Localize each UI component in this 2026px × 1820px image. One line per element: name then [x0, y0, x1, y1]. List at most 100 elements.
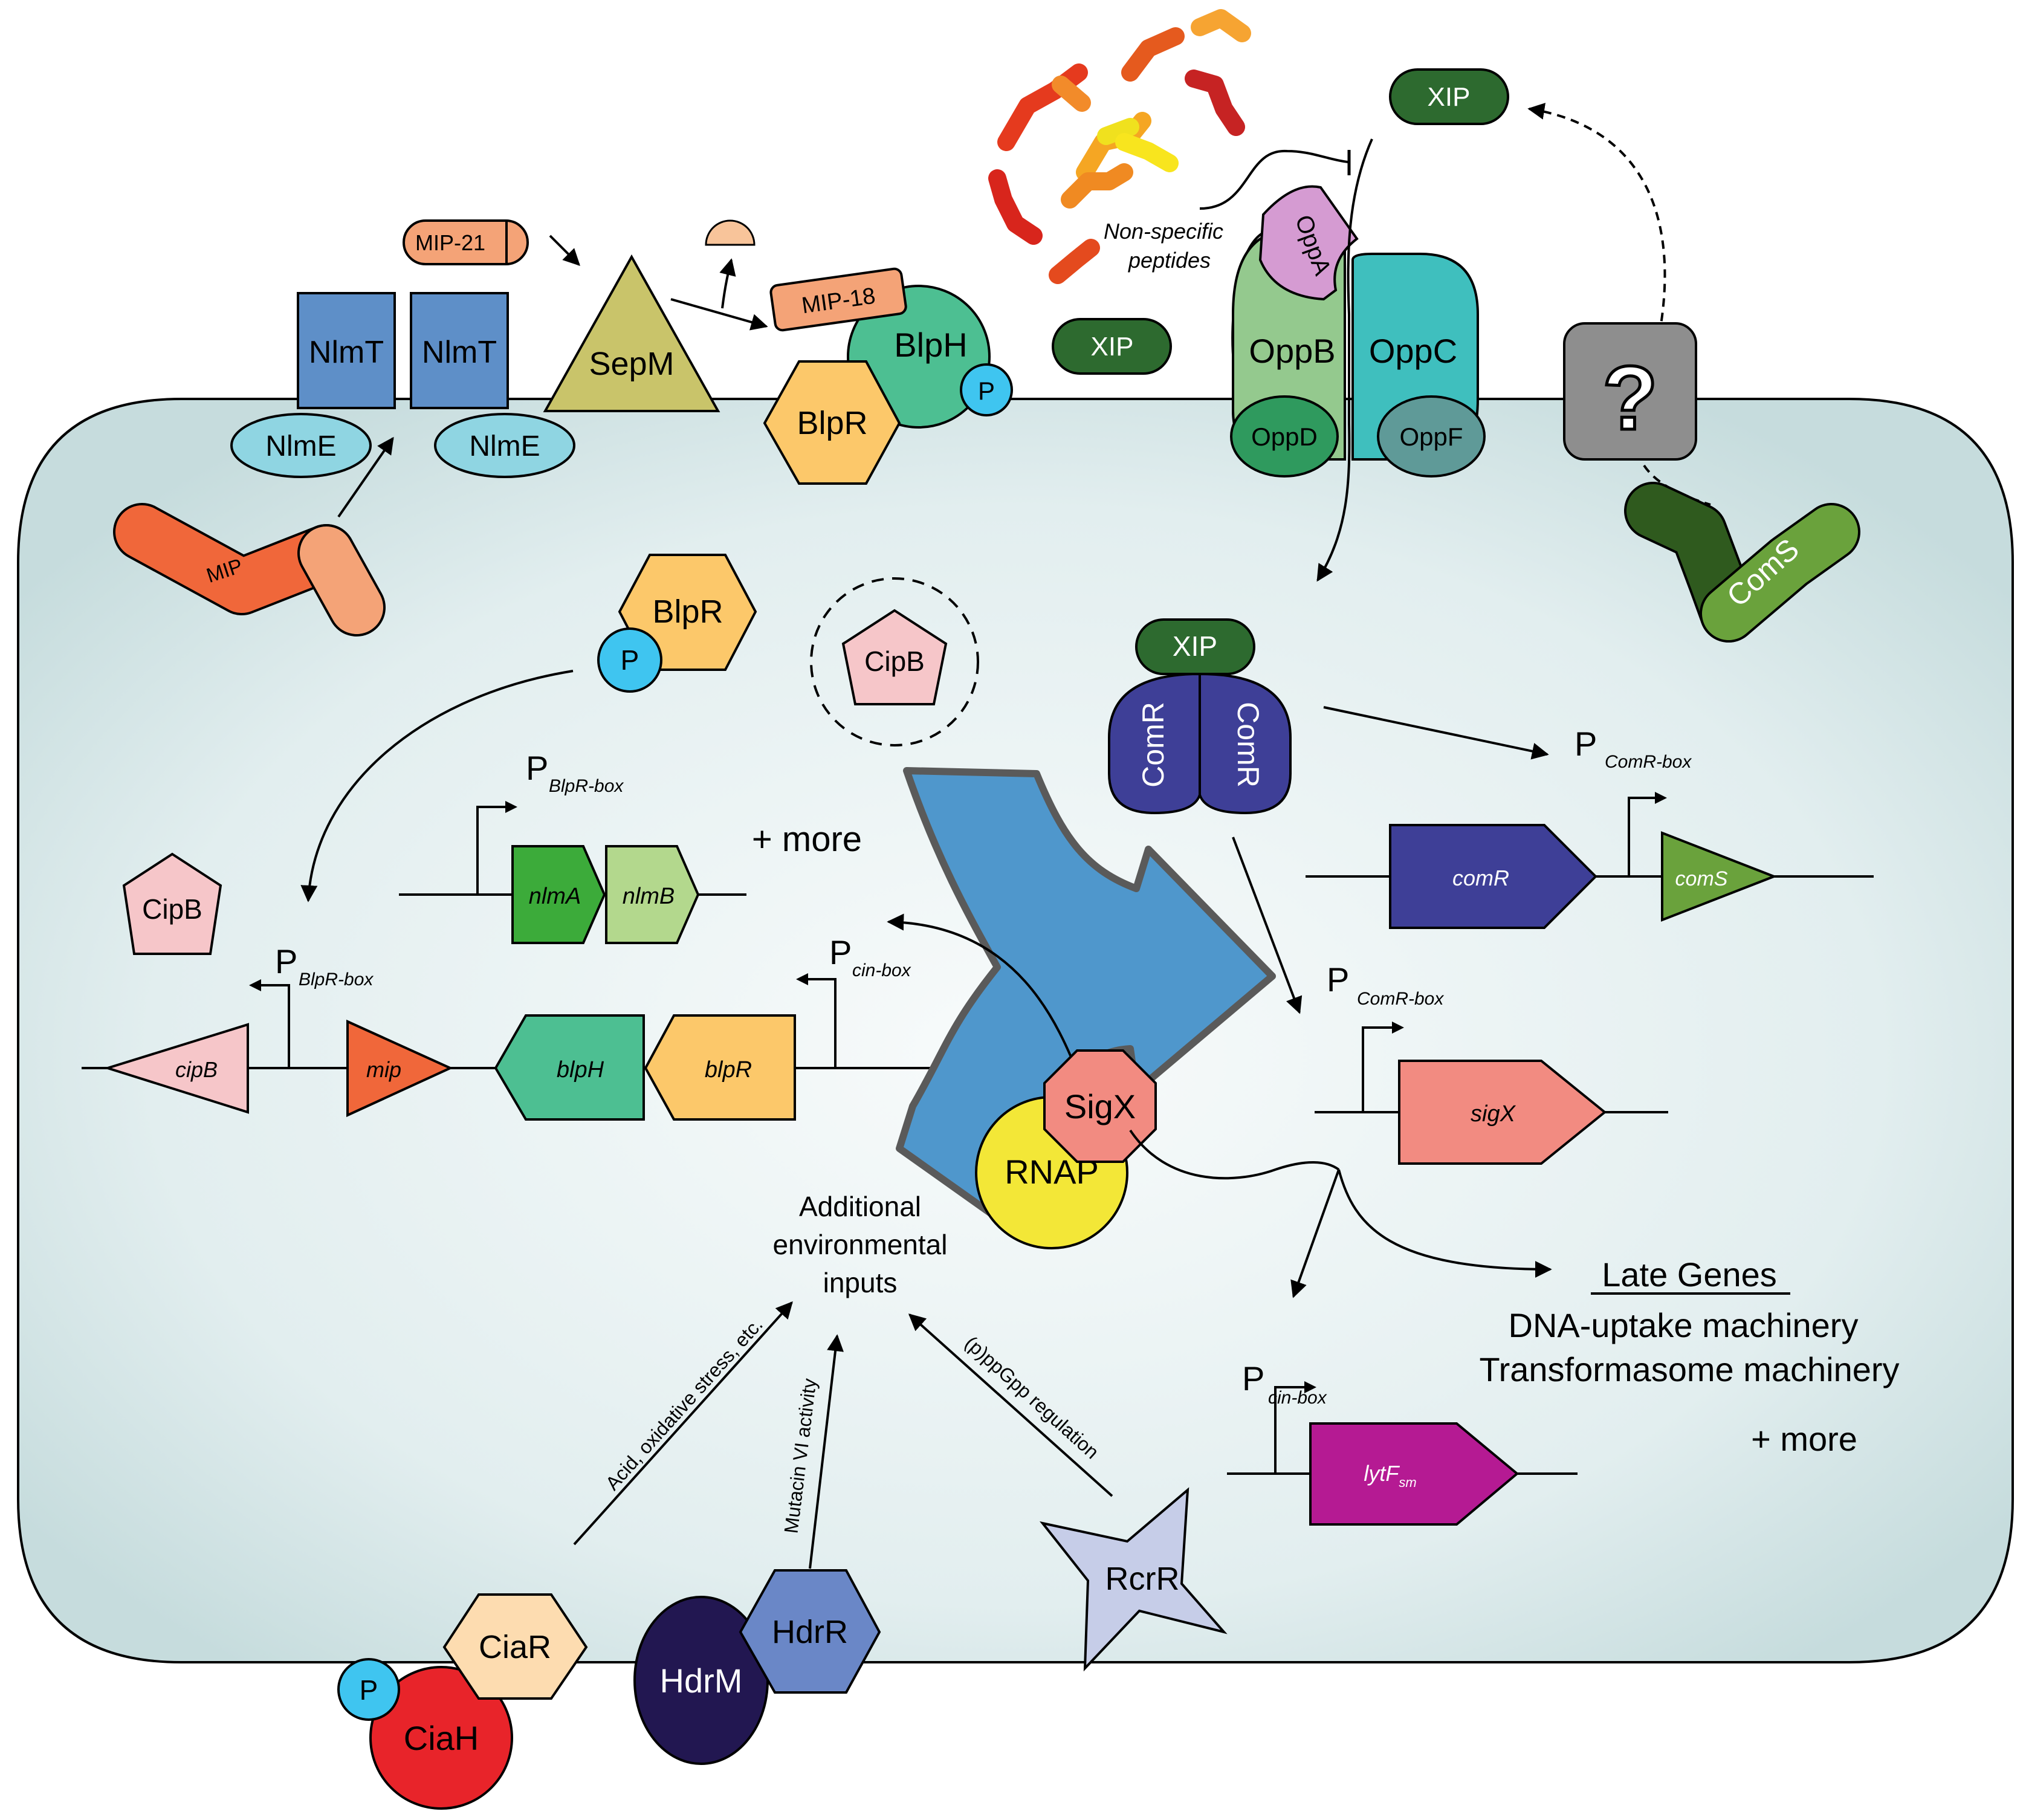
- promoter-label-sigx: P: [1327, 960, 1349, 999]
- peptide: [1097, 118, 1139, 145]
- promoter-cipb: [249, 979, 290, 1068]
- promoter-sub-cin-left: cin-box: [852, 960, 911, 980]
- promoter-sub-cipb: BlpR-box: [299, 970, 374, 989]
- svg-text:HdrM: HdrM: [660, 1662, 743, 1700]
- svg-text:XIP: XIP: [1173, 630, 1217, 662]
- cleavage-release-arrow: [719, 258, 736, 309]
- promoter-lytf: [1274, 1381, 1316, 1474]
- cipb-dashed-circle: [810, 577, 979, 746]
- nonspecific-label: Non-specific: [1104, 219, 1223, 244]
- env-inputs-line2: environmental: [773, 1229, 948, 1260]
- mip-18-peptide: MIP-18: [769, 267, 907, 332]
- promoter-sub-sigx: ComR-box: [1357, 989, 1444, 1009]
- question-mark-icon: ?: [1602, 347, 1658, 449]
- peptide-inhibition-line: [1199, 149, 1348, 210]
- to-lytf-arrow: [1290, 1169, 1340, 1298]
- env-inputs-line1: Additional: [799, 1191, 921, 1222]
- ciah-phospho: P: [337, 1658, 400, 1721]
- svg-text:P: P: [621, 644, 639, 676]
- peptide: [1049, 239, 1100, 284]
- svg-text:CipB: CipB: [864, 646, 925, 677]
- peptide: [1121, 27, 1185, 82]
- gene-coms: comS: [1661, 831, 1778, 922]
- rcrr-input-arrow: [908, 1313, 1113, 1497]
- svg-text:NlmE: NlmE: [469, 430, 540, 462]
- blph-phospho: P: [960, 363, 1013, 416]
- mip-peptide: MIP: [113, 503, 386, 636]
- svg-text:CiaH: CiaH: [404, 1719, 479, 1757]
- comr-to-sigx-arrow: [1232, 837, 1303, 1014]
- svg-text:comR: comR: [1452, 866, 1509, 890]
- gene-nlma: nlmA: [511, 845, 606, 944]
- peptide: [1115, 133, 1179, 172]
- svg-text:sigX: sigX: [1471, 1101, 1516, 1127]
- peptides-label: peptides: [1128, 248, 1211, 273]
- nlmt-transporter-1: NlmT: [297, 292, 396, 409]
- gene-sigx: sigX: [1398, 1060, 1607, 1165]
- peptide: [988, 169, 1043, 245]
- xip-near-membrane: XIP: [1052, 318, 1172, 375]
- svg-text:nlmB: nlmB: [623, 884, 675, 909]
- svg-text:SepM: SepM: [589, 346, 674, 382]
- peptide: [1052, 76, 1091, 112]
- svg-text:NlmT: NlmT: [309, 335, 384, 370]
- gene-comr: comR: [1389, 824, 1597, 929]
- promoter-sigx: [1362, 1022, 1404, 1112]
- svg-text:P: P: [360, 1674, 378, 1706]
- nlme-2: NlmE: [434, 413, 575, 478]
- ciar-regulator: CiaR: [442, 1593, 588, 1700]
- svg-text:HdrR: HdrR: [772, 1614, 848, 1650]
- svg-text:mip: mip: [366, 1057, 401, 1082]
- nlmt-transporter-2: NlmT: [410, 292, 509, 409]
- promoter-sub-comr: ComR-box: [1605, 752, 1692, 772]
- promoter-label-lytf: P: [1242, 1359, 1264, 1397]
- svg-text:lytFsm: lytFsm: [1364, 1461, 1416, 1490]
- svg-text:blpH: blpH: [557, 1057, 604, 1083]
- svg-text:CiaR: CiaR: [479, 1629, 551, 1665]
- svg-text:nlmA: nlmA: [529, 884, 581, 909]
- sepm-to-blph-arrow: [670, 298, 768, 331]
- svg-text:MIP-21: MIP-21: [415, 230, 485, 255]
- svg-text:BlpH: BlpH: [894, 326, 967, 364]
- oppd-atpase: OppD: [1230, 395, 1339, 478]
- promoter-label-cin-left: P: [829, 933, 852, 971]
- promoter-nlm: [476, 801, 517, 895]
- svg-text:OppC: OppC: [1369, 332, 1457, 370]
- sepm-protease: SepM: [543, 254, 720, 412]
- peptide: [1191, 9, 1251, 42]
- svg-text:NlmT: NlmT: [422, 335, 497, 370]
- blpr-membrane: BlpR: [763, 360, 901, 485]
- hdrr-input-arrow: [809, 1334, 844, 1569]
- promoter-cin-left: [796, 973, 837, 1068]
- gene-blph: blpH: [494, 1014, 645, 1121]
- oppf-atpase: OppF: [1377, 395, 1486, 478]
- gene-cipb: cipB: [103, 1023, 249, 1114]
- gene-blpr: blpR: [644, 1014, 796, 1121]
- sigx-branch-line: [1129, 1129, 1340, 1180]
- ciah-input-arrow: [573, 1301, 793, 1546]
- gene-nlmb: nlmB: [605, 845, 700, 944]
- rcrr-regulator: RcrR: [1039, 1487, 1228, 1672]
- promoter-sub-lytf: cin-box: [1268, 1388, 1327, 1408]
- svg-text:ComR: ComR: [1231, 702, 1265, 788]
- svg-text:comS: comS: [1675, 867, 1728, 890]
- gene-mip: mip: [346, 1019, 453, 1118]
- cipb-circle: CipB: [841, 609, 948, 705]
- ciah-histidine-kinase: CiaH: [369, 1666, 513, 1810]
- svg-text:CipB: CipB: [142, 893, 202, 925]
- svg-text:SigX: SigX: [1064, 1087, 1136, 1125]
- unknown-transporter: ?: [1563, 322, 1697, 461]
- blpr-activation-arrow: [300, 670, 574, 902]
- svg-text:NlmE: NlmE: [265, 430, 336, 462]
- svg-text:OppF: OppF: [1399, 423, 1463, 451]
- svg-text:cipB: cipB: [175, 1057, 218, 1082]
- promoter-label-comr: P: [1575, 725, 1597, 763]
- nlme-1: NlmE: [230, 413, 372, 478]
- oppa-binding-protein: OppA: [1258, 185, 1359, 301]
- svg-text:ComR: ComR: [1136, 702, 1170, 788]
- svg-text:BlpR: BlpR: [797, 405, 867, 441]
- promoter-label-nlm: P: [526, 749, 548, 787]
- svg-text:blpR: blpR: [705, 1057, 752, 1083]
- svg-text:OppD: OppD: [1251, 423, 1318, 451]
